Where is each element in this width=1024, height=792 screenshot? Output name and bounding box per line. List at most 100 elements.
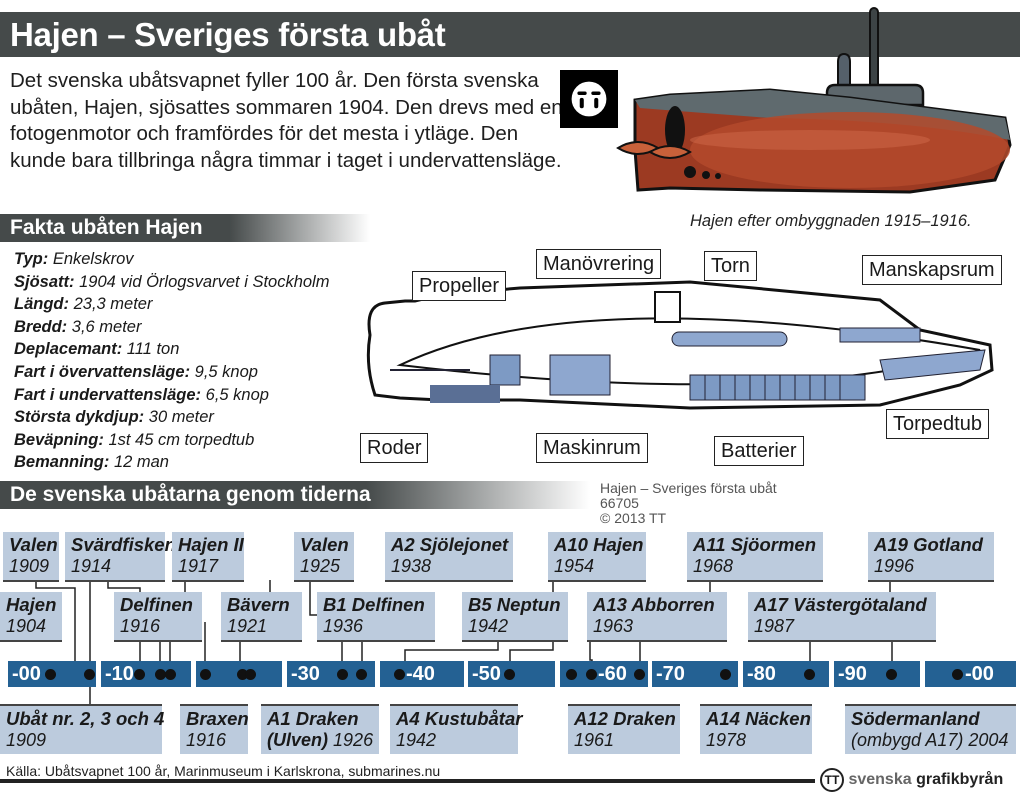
ship-name: B1 Delfinen — [323, 594, 425, 615]
fact-label: Typ: — [14, 250, 49, 268]
ship-year: 1909 — [6, 730, 47, 750]
callout-maskinrum: Maskinrum — [536, 433, 648, 463]
timeline-dot — [155, 669, 166, 680]
watermark-band: Hajen – Sveriges första ubåt 66705 © 201… — [600, 481, 1020, 529]
ship-name: Svärdfisken — [71, 534, 176, 555]
title-bar — [0, 12, 1020, 57]
ship-year: 1909 — [9, 556, 50, 576]
facts-list: Typ: Enkelskrov Sjösatt: 1904 vid Örlogs… — [14, 248, 329, 474]
decade-label: -00 — [12, 663, 41, 685]
decade-label: -40 — [406, 663, 435, 685]
callout-manskapsrum: Manskapsrum — [862, 255, 1002, 285]
fact-item: Största dykdjup: 30 meter — [14, 406, 329, 429]
timeline-segment: -50 — [468, 661, 555, 687]
fact-label: Beväpning: — [14, 430, 104, 449]
ship-name: B5 Neptun — [468, 594, 561, 615]
ship-year: 1954 — [554, 556, 595, 576]
timeline-dot — [886, 669, 897, 680]
fact-label: Bemanning: — [14, 453, 110, 472]
ship-year: 1916 — [120, 616, 161, 636]
timeline-dot — [45, 669, 56, 680]
fact-label: Sjösatt: — [14, 272, 75, 291]
timeline-dot — [952, 669, 963, 680]
brand-light-text: svenska — [848, 771, 912, 789]
fact-label: Största dykdjup: — [14, 408, 145, 427]
watermark-title: Hajen – Sveriges första ubåt — [600, 480, 777, 496]
fact-item: Sjösatt: 1904 vid Örlogsvarvet i Stockho… — [14, 271, 329, 294]
callout-roder: Roder — [360, 433, 429, 463]
ship-name: A12 Draken — [574, 708, 676, 729]
fact-value: 1st 45 cm torpedtub — [108, 430, 255, 449]
timeline-dot — [634, 669, 645, 680]
ship-year: 1963 — [593, 616, 634, 636]
callout-torpedtub: Torpedtub — [886, 409, 989, 439]
ship-name: A10 Hajen — [554, 534, 644, 555]
facts-heading-bar: Fakta ubåten Hajen — [0, 214, 370, 242]
ship-name: Delfinen — [120, 594, 193, 615]
timeline-dot — [84, 669, 95, 680]
timeline-dot — [566, 669, 577, 680]
tt-logo — [560, 70, 618, 128]
fact-item: Fart i undervattensläge: 6,5 knop — [14, 384, 329, 407]
decade-label: -90 — [838, 663, 867, 685]
ship-name: A1 Draken — [267, 708, 359, 729]
timeline-dot — [504, 669, 515, 680]
ship-name: Valen — [9, 534, 58, 555]
fact-item: Fart i övervattensläge: 9,5 knop — [14, 361, 329, 384]
ship-year: 1917 — [178, 556, 219, 576]
ship-year: 1916 — [186, 730, 227, 750]
ship-name: A11 Sjöormen — [693, 534, 817, 555]
ship-name: A2 Sjölejonet — [391, 534, 509, 555]
ship-name: A4 Kustubåtar — [396, 708, 523, 729]
brand-logo: TT svenska grafikbyrån — [820, 768, 1003, 792]
brand-bold-text: grafikbyrån — [916, 771, 1004, 789]
ship-year: 1961 — [574, 730, 615, 750]
ship-name-alt: (Ulven) — [267, 730, 329, 750]
decade-label: -30 — [291, 663, 320, 685]
fact-item: Bredd: 3,6 meter — [14, 316, 329, 339]
decade-label: -10 — [105, 663, 134, 685]
illustration-caption: Hajen efter ombyggnaden 1915–1916. — [690, 212, 972, 230]
timeline-segment: -40 — [380, 661, 464, 687]
callout-torn: Torn — [704, 251, 757, 281]
ship-name: A14 Näcken — [706, 708, 811, 729]
timeline-dot — [165, 669, 176, 680]
decade-label: -00 — [965, 663, 994, 685]
fact-item: Bemanning: 12 man — [14, 451, 329, 474]
ship-year: 1936 — [323, 616, 364, 636]
fact-label: Fart i övervattensläge: — [14, 362, 191, 381]
fact-item: Beväpning: 1st 45 cm torpedtub — [14, 429, 329, 452]
fact-label: Längd: — [14, 295, 69, 314]
callout-propeller: Propeller — [412, 271, 507, 301]
ship-name: Ubåt nr. 2, 3 och 4 — [6, 708, 165, 729]
fact-value: 30 meter — [148, 408, 214, 427]
timeline-dot — [134, 669, 145, 680]
source-note: Källa: Ubåtsvapnet 100 år, Marinmuseum i… — [6, 763, 441, 779]
ship-year-value: 1926 — [333, 730, 374, 750]
ship-year: 1938 — [391, 556, 432, 576]
page-title: Hajen – Sveriges första ubåt — [10, 16, 446, 53]
timeline-dot — [394, 669, 405, 680]
intro-text: Det svenska ubåtsvapnet fyller 100 år. D… — [10, 69, 563, 172]
fact-value: 9,5 knop — [194, 362, 258, 381]
fact-label: Bredd: — [14, 317, 68, 336]
ship-name: A13 Abborren — [593, 594, 715, 615]
ship-name: Södermanland — [851, 708, 980, 729]
timeline-dot — [720, 669, 731, 680]
fact-label: Deplacemant: — [14, 340, 123, 359]
ship-year: (ombygd A17) 2004 — [851, 730, 1009, 750]
ship-year: 1925 — [300, 556, 341, 576]
fact-item: Deplacemant: 111 ton — [14, 338, 329, 361]
fact-value: 6,5 knop — [205, 385, 269, 404]
